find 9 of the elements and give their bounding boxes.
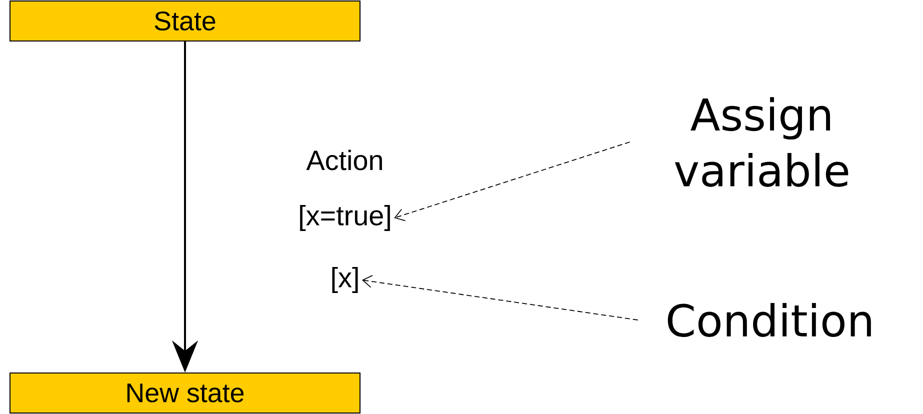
guard-text: [x]: [332, 267, 358, 293]
guard-text: [x=true]: [300, 205, 390, 231]
callout-text: Condition: [668, 303, 871, 337]
state-box: State: [10, 0, 360, 42]
leader-line: [394, 142, 630, 222]
state-box: New state: [10, 372, 360, 414]
callout-text: Assign variable: [674, 97, 848, 187]
edge-label: Action: [306, 150, 382, 170]
leader-line: [362, 275, 638, 320]
